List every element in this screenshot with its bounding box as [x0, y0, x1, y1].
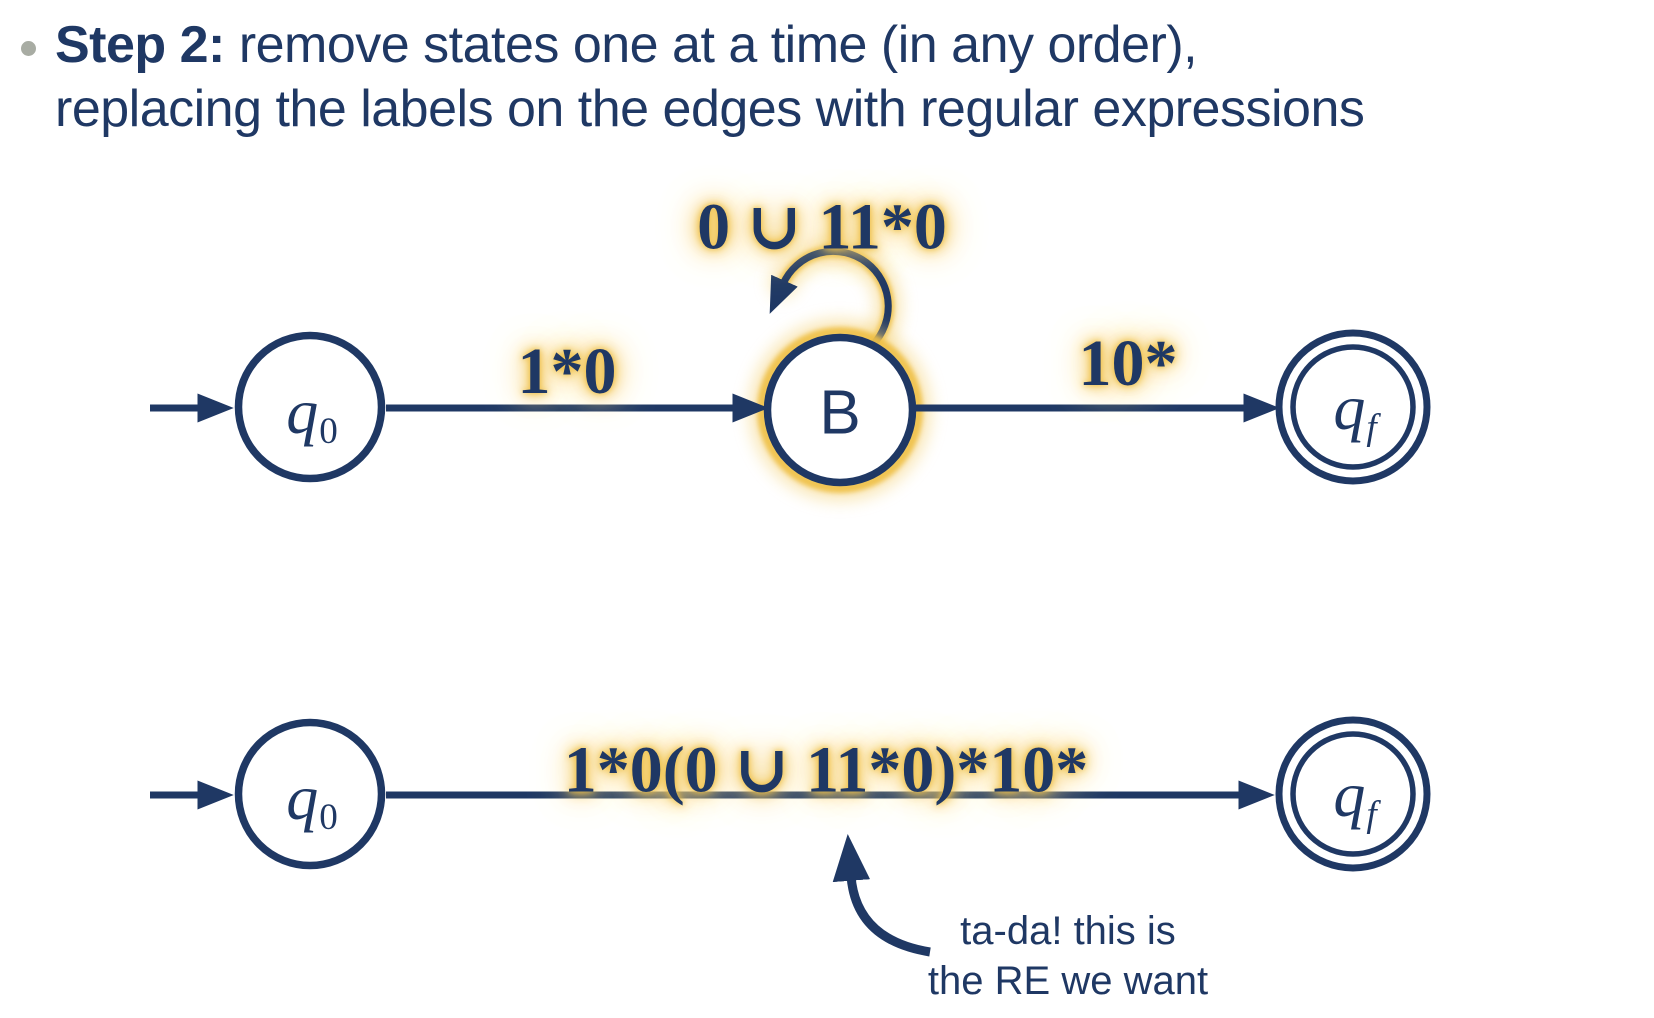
title-line-1-rest: remove states one at a time (in any orde…: [224, 16, 1198, 74]
state-label-qf-top: qf: [1333, 371, 1376, 449]
state-circle-q0-top: [234, 331, 386, 483]
annotation-line-1: ta-da! this is: [960, 909, 1176, 953]
state-label-B: B: [819, 378, 861, 448]
annotation-line-2: the RE we want: [927, 959, 1209, 1003]
state-label-q0-top-main: q: [286, 375, 319, 447]
state-circle-B: [763, 333, 917, 487]
state-label-q0-top-sub: 0: [319, 411, 338, 453]
state-label-q0-bottom: q0: [286, 761, 338, 839]
state-label-qf-bottom-main: q: [1333, 758, 1366, 830]
state-circle-qf-bottom-outer: [1275, 716, 1431, 872]
state-label-q0-bottom-main: q: [286, 761, 319, 833]
state-label-qf-top-sub: f: [1366, 407, 1377, 449]
slide-title: Step 2: remove states one at a time (in …: [55, 13, 1365, 141]
annotation-text: ta-da! this is the RE we want: [928, 906, 1208, 1006]
self-loop-arrow: [769, 247, 892, 352]
top-diagram: [150, 238, 1431, 501]
title-line-1: Step 2: remove states one at a time (in …: [55, 13, 1364, 77]
state-circle-qf-top-outer: [1275, 329, 1431, 485]
tada-curved-arrow: [832, 834, 931, 957]
edge-label-1star0: 1*0: [517, 335, 617, 408]
state-label-q0-bottom-sub: 0: [319, 797, 338, 839]
bottom-diagram: [150, 716, 1431, 957]
edge-label-selfloop: 0 ∪ 11*0: [697, 190, 947, 264]
edge-label-final-regex: 1*0(0 ∪ 11*0)*10*: [563, 733, 1089, 807]
state-label-qf-bottom: qf: [1333, 758, 1376, 836]
state-circle-qf-top-inner: [1290, 344, 1416, 470]
title-step-prefix: Step 2:: [55, 16, 225, 74]
title-line-2: replacing the labels on the edges with r…: [55, 80, 1365, 138]
state-label-qf-bottom-sub: f: [1366, 794, 1377, 836]
state-label-qf-top-main: q: [1333, 371, 1366, 443]
state-circle-qf-bottom-inner: [1290, 731, 1416, 857]
state-label-q0-top: q0: [286, 375, 338, 453]
bullet-icon: [21, 41, 36, 56]
edge-label-10star: 10*: [1078, 327, 1178, 400]
state-circle-q0-bottom: [234, 718, 386, 870]
